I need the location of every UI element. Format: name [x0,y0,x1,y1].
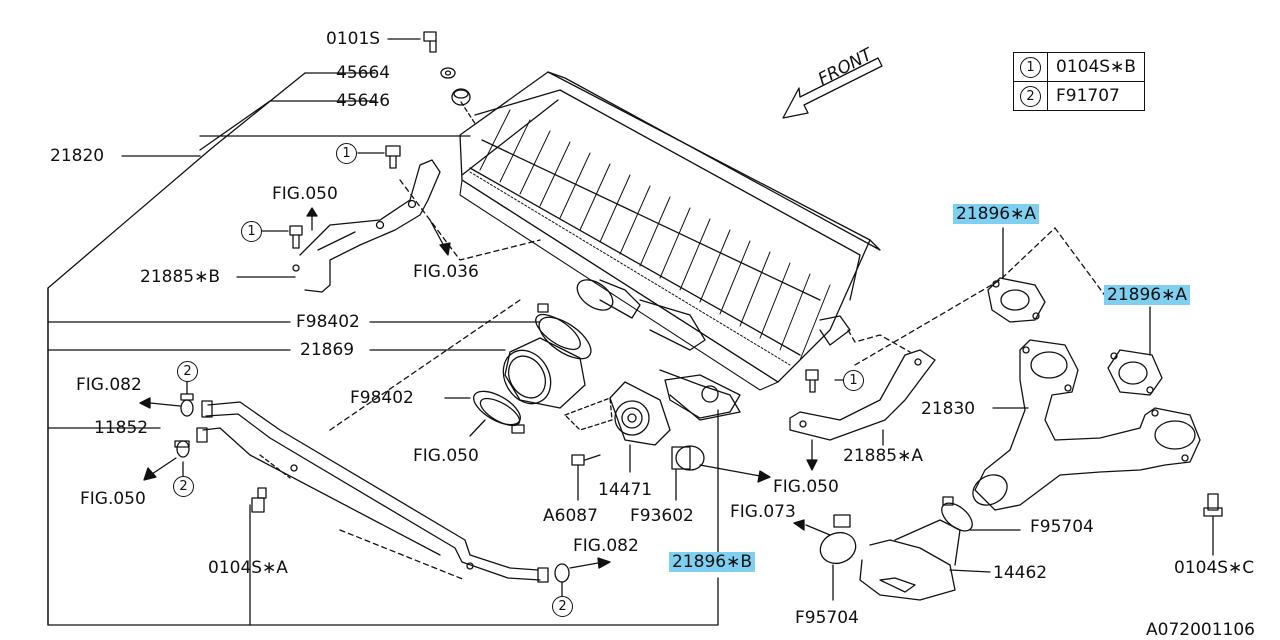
fig-082-link[interactable]: FIG.082 [76,375,142,395]
part-14462[interactable]: 14462 [993,563,1048,583]
fig-082-link[interactable]: FIG.082 [573,536,639,556]
part-f93602[interactable]: F93602 [630,506,694,526]
callout-2-icon: 2 [552,596,573,617]
callout-2-icon: 2 [173,476,194,497]
intake-hose-assembly [369,279,614,437]
intercooler [459,71,881,421]
legend-row: 1 0104S∗B [1013,52,1145,82]
callout-1-icon: 1 [241,221,262,242]
part-14471[interactable]: 14471 [598,480,653,500]
diagram-id: A072001106 [1146,620,1255,640]
fig-050-link[interactable]: FIG.050 [413,446,479,466]
part-21820[interactable]: 21820 [50,146,105,166]
bracket-21885a [789,227,1113,471]
legend-num-cell: 1 [1013,52,1048,82]
part-21869[interactable]: 21869 [300,340,355,360]
fig-050-link[interactable]: FIG.050 [773,477,839,497]
fig-050-link[interactable]: FIG.050 [272,184,338,204]
duct-14462 [793,493,1223,601]
bracket-lines [47,72,719,626]
front-arrow [782,57,883,119]
pipe-21830 [972,339,1201,511]
part-0104s-c[interactable]: 0104S∗C [1174,558,1255,578]
callout-1-icon: 1 [843,370,864,391]
left-clamps [139,379,611,597]
legend-part-cell: 0104S∗B [1047,52,1145,82]
callout-number: 1 [1020,57,1041,78]
part-21896a-highlighted[interactable]: 21896∗A [1104,285,1190,305]
part-45646[interactable]: 45646 [336,91,391,111]
part-f95704-right[interactable]: F95704 [1030,517,1094,537]
bypass-valve [564,374,771,553]
part-21896a-highlighted[interactable]: 21896∗A [953,204,1039,224]
legend-num-cell: 2 [1013,81,1048,111]
legend-table: 1 0104S∗B 2 F91707 [1013,52,1145,111]
part-21896b-highlighted[interactable]: 21896∗B [669,552,755,572]
part-f98402-upper[interactable]: F98402 [296,312,360,332]
callout-1-icon: 1 [336,143,357,164]
part-0104s-a[interactable]: 0104S∗A [208,558,288,578]
part-11852[interactable]: 11852 [94,418,149,438]
legend-row: 2 F91707 [1013,81,1145,111]
part-f98402-lower[interactable]: F98402 [350,388,414,408]
bracket-21885b [236,145,541,293]
part-21885b[interactable]: 21885∗B [140,267,220,287]
callout-number: 2 [1020,86,1041,107]
gaskets-21896a [987,227,1163,396]
part-0101s[interactable]: 0101S [326,29,381,49]
part-21885a[interactable]: 21885∗A [843,446,923,466]
fig-050-link[interactable]: FIG.050 [80,489,146,509]
part-21830[interactable]: 21830 [921,399,976,419]
part-a6087[interactable]: A6087 [543,506,598,526]
top-hardware [387,31,477,126]
fig-036-link[interactable]: FIG.036 [413,262,479,282]
legend-part-cell: F91707 [1047,81,1145,111]
hose-11852 [196,299,549,583]
fig-073-link[interactable]: FIG.073 [730,502,796,522]
part-f95704-bottom[interactable]: F95704 [795,608,859,628]
callout-2-icon: 2 [177,361,198,382]
part-45664[interactable]: 45664 [336,63,391,83]
